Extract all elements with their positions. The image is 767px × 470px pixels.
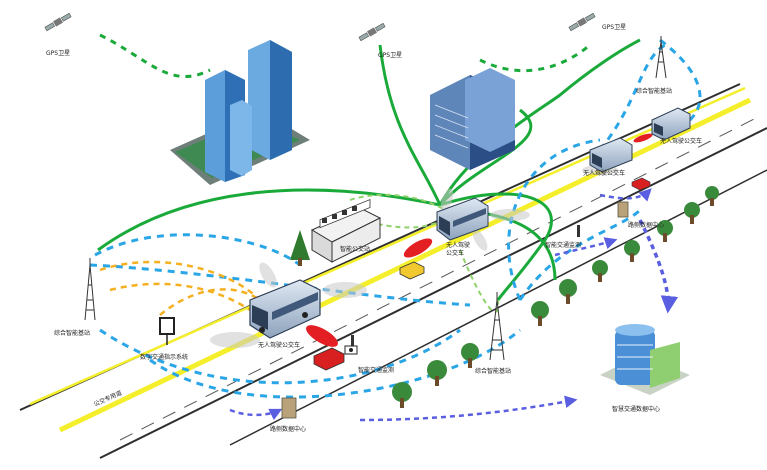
gps-label-2: GPS卫星: [378, 52, 403, 59]
gps-label-3: GPS卫星: [602, 24, 627, 31]
skyscrapers-left-building-icon: [170, 40, 310, 185]
cabinet-icon-bottom: [281, 397, 297, 419]
trees: [290, 186, 719, 408]
gps-link-left: [99, 33, 211, 78]
base-station-label-top-right: 综合智能基站: [636, 88, 673, 95]
bus-stop-icon: [310, 198, 382, 263]
tree-icon: [592, 260, 608, 282]
base-station-label-left: 综合智能基站: [54, 330, 91, 337]
tower-icon-middle: [489, 292, 505, 361]
bus-icon-center: [436, 197, 489, 241]
office-building-icon: [430, 68, 515, 170]
antenna-icon: [351, 225, 580, 347]
bus-icon-top-mid: [589, 137, 633, 173]
bus-icon-top-right: [651, 107, 691, 141]
sign-icon: [159, 317, 175, 345]
tower-icon-left: [84, 258, 96, 321]
red-beams: [306, 133, 653, 347]
orange-links: [99, 260, 261, 316]
roadside-center-label-bottom: 路侧数据中心: [270, 426, 307, 433]
bus-label-center: 无人驾驶 公交车: [446, 242, 471, 257]
roadside-center-label-right: 路侧数据中心: [628, 222, 665, 229]
cabinet-icon-right: [617, 201, 629, 218]
smart-data-center-label: 智慧交通数据中心: [612, 406, 661, 413]
camera-icon: [344, 345, 358, 355]
base-station-label-middle: 综合智能基站: [475, 368, 512, 375]
tree-icon: [290, 230, 310, 266]
bus-stop-label: 智能公交站: [340, 246, 371, 253]
tree-icon: [427, 360, 447, 386]
tree-icon: [657, 220, 673, 242]
traffic-monitor-label-right: 智能交通监测: [545, 242, 582, 249]
bus-icon-main: [249, 279, 321, 339]
bus-label-top-mid: 无人驾驶公交车: [583, 170, 626, 177]
gps-label-1: GPS卫星: [46, 50, 71, 57]
tree-icon: [705, 186, 719, 206]
satellite-icon-3: [568, 12, 596, 32]
digital-sign-label: 数字交通指示系统: [140, 354, 189, 361]
tree-icon: [684, 202, 700, 224]
gps-link-right: [479, 43, 591, 73]
car-icon-red-far: [631, 177, 651, 191]
satellite-icon-2: [358, 22, 386, 42]
tower-icon-top-right: [655, 36, 667, 79]
tree-icon: [624, 240, 640, 262]
smart-data-center-building-icon: [600, 324, 690, 395]
road: [19, 83, 767, 459]
sensor-beams: [210, 165, 618, 348]
traffic-monitor-label-bottom: 智能交通监测: [358, 367, 395, 374]
tree-icon: [461, 343, 479, 368]
bus-label-main: 无人驾驶公交车: [258, 342, 301, 349]
bus-label-top-right: 无人驾驶公交车: [660, 138, 703, 145]
purple-links: [229, 188, 679, 422]
tree-icon: [559, 279, 577, 304]
car-icon-yellow: [399, 261, 425, 280]
satellite-icon-1: [44, 12, 72, 32]
tree-icon: [392, 382, 412, 408]
car-icon-red: [313, 347, 345, 371]
tree-icon: [531, 301, 549, 326]
